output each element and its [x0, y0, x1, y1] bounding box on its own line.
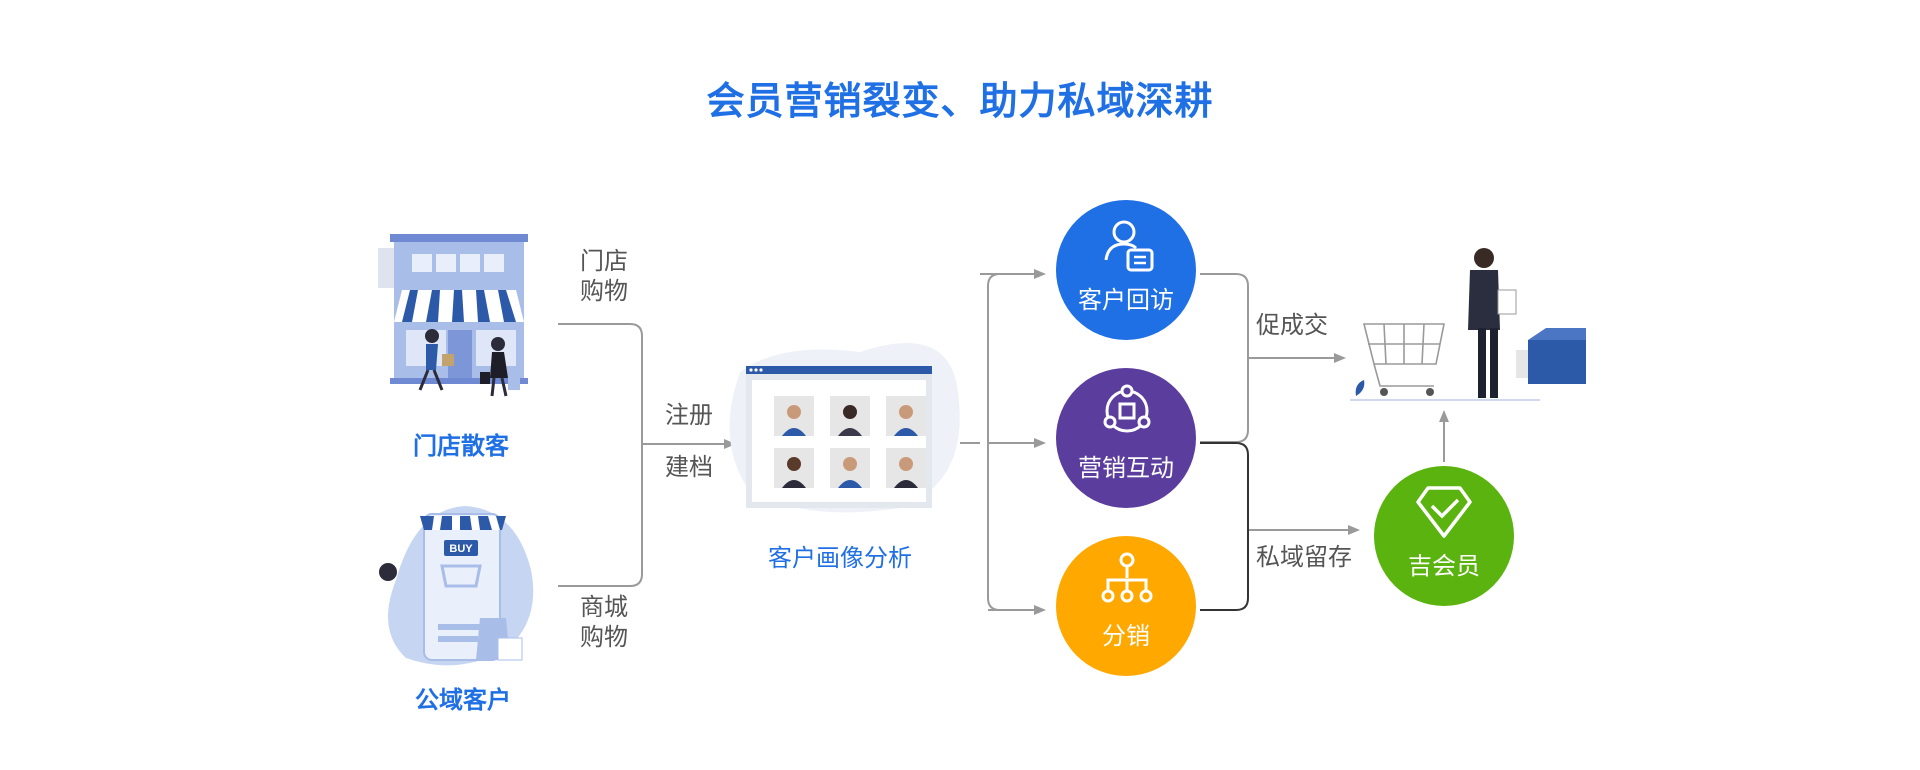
store-action-label: 门店 购物 [580, 246, 628, 306]
marketing-interact-label: 营销互动 [1078, 454, 1174, 482]
register-label-line1: 注册 [665, 401, 713, 429]
distribution-tree-icon [1101, 552, 1153, 603]
store-illustration [378, 234, 528, 397]
customer-visit-node: 客户回访 [1056, 200, 1196, 340]
buy-badge-text: BUY [449, 543, 473, 555]
distribution-node: 分销 [1056, 536, 1196, 676]
source-merge-line [558, 323, 643, 587]
distribution-label: 分销 [1102, 622, 1150, 650]
interaction-cycle-icon [1103, 384, 1151, 433]
profile-card [729, 343, 960, 513]
register-label-line2: 建档 [665, 453, 713, 481]
diamond-check-icon [1416, 486, 1472, 538]
diagram-title: 会员营销裂变、助力私域深耕 [706, 79, 1214, 123]
mall-action-label: 商城 购物 [580, 592, 628, 652]
store-customer-label: 门店散客 [413, 432, 509, 460]
mall-action-line1: 商城 [580, 593, 628, 621]
store-action-line2: 购物 [580, 277, 628, 305]
deal-merge-line [1200, 273, 1249, 443]
retain-merge-line [1200, 442, 1249, 611]
public-customer-label: 公域客户 [415, 686, 511, 714]
user-card-icon [1104, 220, 1154, 272]
member-node: 吉会员 [1374, 466, 1514, 606]
avatar-grid [774, 396, 926, 488]
store-action-line1: 门店 [580, 247, 628, 275]
marketing-interact-node: 营销互动 [1056, 368, 1196, 508]
shopper-illustration [1350, 248, 1586, 401]
mall-illustration: BUY [379, 506, 534, 666]
retain-label: 私域留存 [1256, 543, 1352, 571]
profile-analysis-label: 客户画像分析 [768, 544, 912, 572]
customer-visit-label: 客户回访 [1078, 286, 1174, 314]
deal-label: 促成交 [1256, 311, 1328, 339]
member-label: 吉会员 [1408, 552, 1480, 580]
mall-action-line2: 购物 [580, 623, 628, 651]
